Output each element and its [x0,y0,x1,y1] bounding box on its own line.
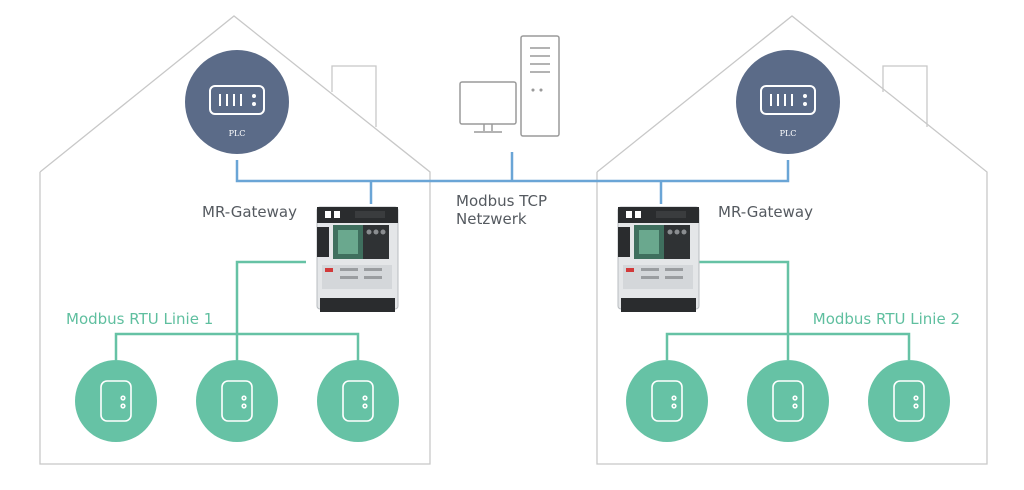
house-right-chimney [882,65,928,127]
house-right-outline [596,15,988,465]
device-right-1[interactable] [626,360,708,442]
device-left-2[interactable] [196,360,278,442]
tower [520,35,560,137]
modbus-device-icon [651,380,683,422]
rtu-line-1 [114,260,360,360]
modbus-device-icon [342,380,374,422]
monitor [459,81,517,125]
device-left-3[interactable] [317,360,399,442]
din-rail-gateway-icon [316,206,399,312]
gateway-right[interactable]: MR-Gateway [617,203,813,312]
house-left [39,15,431,465]
tcp-network-lines [235,152,790,204]
plc-right-label: PLC [780,129,797,138]
modbus-device-icon [221,380,253,422]
device-right-2[interactable] [747,360,829,442]
din-rail-gateway-icon [617,206,700,312]
tcp-network-label-line1: Modbus TCP [456,192,547,210]
plc-right-circle [736,50,840,154]
gateway-right-label: MR-Gateway [718,203,813,221]
house-right [596,15,988,465]
rtu-line-2-label: Modbus RTU Linie 2 [813,310,960,328]
modbus-device-icon [100,380,132,422]
house-left-outline [39,15,431,465]
house-left-chimney [331,65,377,127]
modbus-device-icon [893,380,925,422]
gateway-left-label: MR-Gateway [202,203,297,221]
rtu-line-1-label: Modbus RTU Linie 1 [66,310,213,328]
gateway-left[interactable]: MR-Gateway [202,203,399,312]
plc-controller-icon [760,85,816,115]
tcp-network-label-line2: Netzwerk [456,210,527,228]
device-right-3[interactable] [868,360,950,442]
modbus-device-icon [772,380,804,422]
plc-right[interactable]: PLC [736,50,840,154]
plc-left[interactable]: PLC [185,50,289,154]
plc-controller-icon [209,85,265,115]
device-left-1[interactable] [75,360,157,442]
plc-left-label: PLC [229,129,246,138]
plc-left-circle [185,50,289,154]
desktop-computer-icon[interactable] [459,35,560,137]
rtu-line-2 [665,260,911,360]
